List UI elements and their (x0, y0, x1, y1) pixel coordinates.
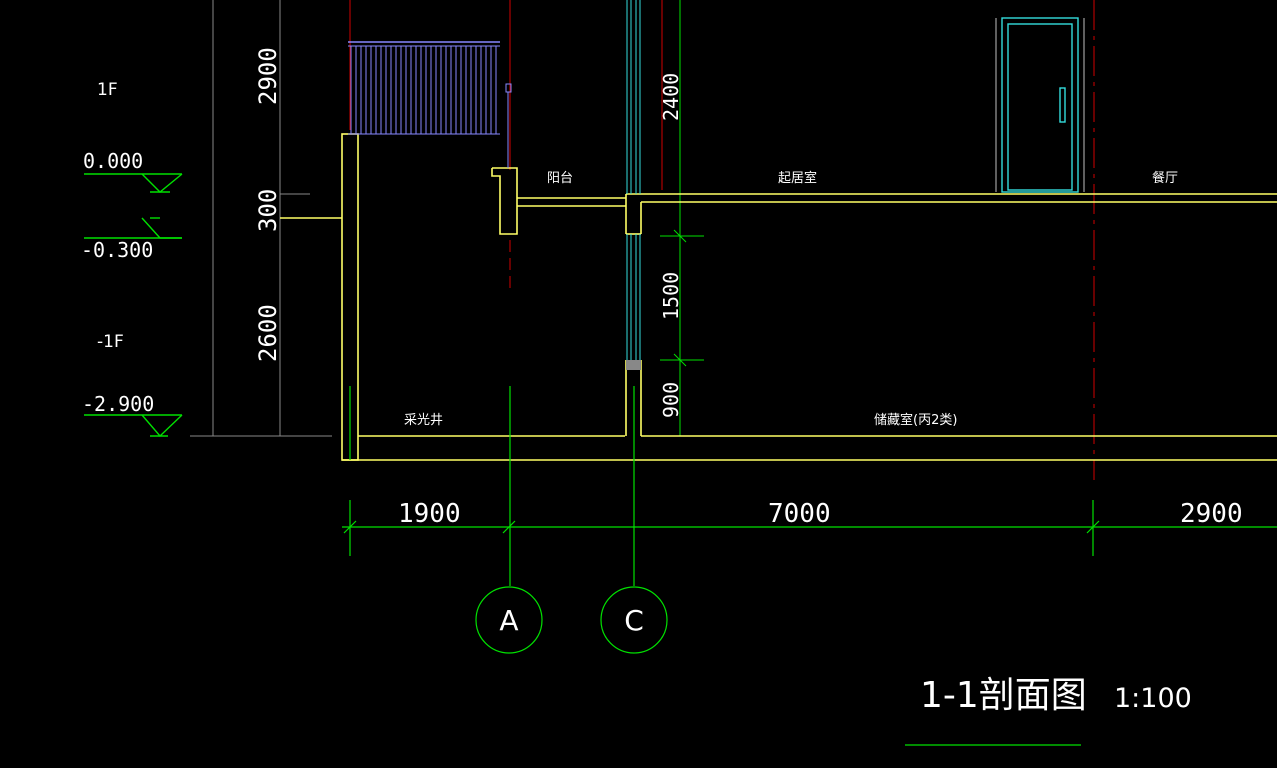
dim-1500-vertical: 1500 (659, 272, 683, 320)
window-lines (626, 0, 641, 360)
axis-bubble-a (475, 586, 543, 654)
door (995, 17, 1085, 193)
dim-1900-horizontal: 1900 (398, 499, 461, 529)
vertical-dimension-lines (660, 0, 704, 436)
axis-label-a: A (499, 604, 518, 637)
room-dining: 餐厅 (1152, 170, 1178, 186)
elevation-0: 0.000 (83, 149, 143, 173)
dim-2600-vertical: 2600 (254, 304, 282, 362)
axis-label-c: C (624, 604, 644, 637)
room-balcony: 阳台 (547, 171, 573, 186)
axis-bubble-c (600, 586, 668, 654)
dim-900-vertical: 900 (659, 382, 683, 418)
dim-2400-vertical: 2400 (659, 73, 683, 121)
dim-2900-vertical: 2900 (254, 47, 282, 105)
dim-300-vertical: 300 (254, 189, 282, 232)
drawing-scale: 1:100 (1114, 683, 1192, 714)
elevation-minus-0-3: -0.300 (81, 238, 153, 262)
room-living: 起居室 (778, 170, 817, 186)
balcony-railing (348, 41, 512, 168)
dim-2900-horizontal: 2900 (1180, 499, 1243, 529)
grid-lines (349, 0, 1095, 480)
dim-7000-horizontal: 7000 (768, 499, 831, 529)
horizontal-dimension-lines (342, 386, 1277, 746)
elevation-minus-2-9: -2.900 (82, 392, 154, 416)
drawing-title: 1-1剖面图 (920, 675, 1087, 716)
room-storage: 储藏室(丙2类) (874, 412, 957, 428)
floor-label-1f: 1F (97, 80, 118, 100)
room-lightwell: 采光井 (404, 413, 443, 428)
wall-fills (626, 360, 641, 370)
floor-label-b1: -1F (97, 332, 124, 352)
level-symbols (84, 173, 183, 438)
